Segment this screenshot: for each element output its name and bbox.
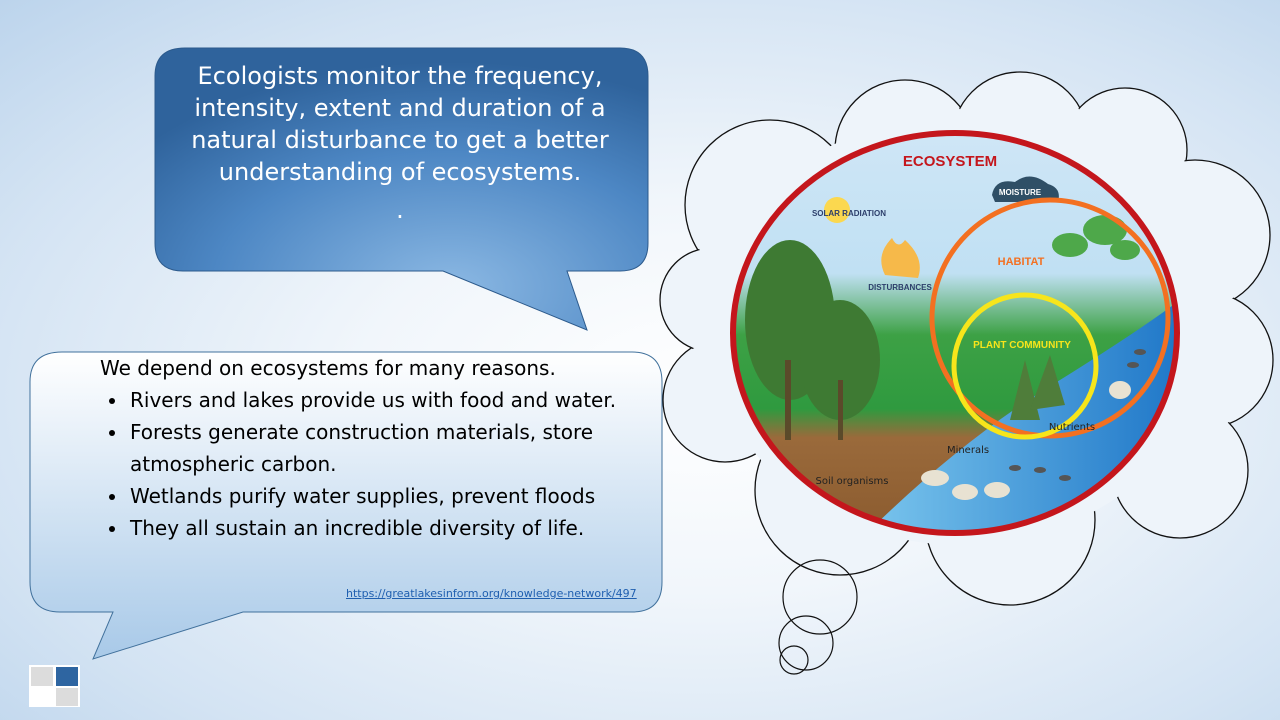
logo-icon — [29, 665, 80, 707]
list-item: Wetlands purify water supplies, prevent … — [128, 480, 660, 512]
sun-icon — [824, 197, 850, 223]
callout-bottom-text: We depend on ecosystems for many reasons… — [70, 352, 660, 544]
list-item: Rivers and lakes provide us with food an… — [128, 384, 660, 416]
thought-bubbles — [778, 559, 858, 675]
plant-community-ring — [951, 292, 1099, 440]
ecosystem-ring — [730, 130, 1180, 536]
rocks-icon — [921, 381, 1131, 500]
disturbances-label: DISTURBANCES — [868, 283, 932, 292]
source-link[interactable]: https://greatlakesinform.org/knowledge-n… — [346, 587, 637, 600]
nutrients-label: Nutrients — [1049, 422, 1095, 433]
cloud-icon — [992, 176, 1059, 202]
soil-organisms-label: Soil organisms — [815, 476, 888, 487]
solar-radiation-label: SOLAR RADIATION — [812, 209, 886, 218]
intro-text: We depend on ecosystems for many reasons… — [100, 356, 556, 380]
moisture-label: MOISTURE — [999, 188, 1042, 197]
ecosystem-diagram: ECOSYSTEM SOLAR RADIATION MOISTURE DISTU… — [730, 130, 1180, 536]
minerals-label: Minerals — [947, 445, 989, 456]
habitat-label: HABITAT — [998, 256, 1045, 268]
callout-bottom-shape — [29, 351, 663, 660]
reasons-list: Rivers and lakes provide us with food an… — [70, 384, 660, 544]
callout-line: natural disturbance to get a better — [191, 126, 609, 154]
callout-top-shape — [154, 47, 649, 331]
list-item: They all sustain an incredible diversity… — [128, 512, 660, 544]
forest-trees-icon — [745, 240, 880, 440]
plant-community-label: PLANT COMMUNITY — [973, 340, 1071, 351]
reeds-icon — [1010, 355, 1065, 420]
fire-icon — [881, 238, 920, 278]
ecosystem-title: ECOSYSTEM — [903, 153, 997, 170]
list-item: Forests generate construction materials,… — [128, 416, 660, 480]
habitat-ring — [929, 197, 1171, 439]
callout-line: Ecologists monitor the frequency, — [197, 62, 603, 90]
callout-line: intensity, extent and duration of a — [194, 94, 606, 122]
fish-icon — [1009, 349, 1146, 481]
callout-line: understanding of ecosystems. — [218, 158, 582, 186]
callout-trailing-dot: . — [396, 196, 404, 224]
callout-top-text: Ecologists monitor the frequency, intens… — [165, 60, 635, 226]
